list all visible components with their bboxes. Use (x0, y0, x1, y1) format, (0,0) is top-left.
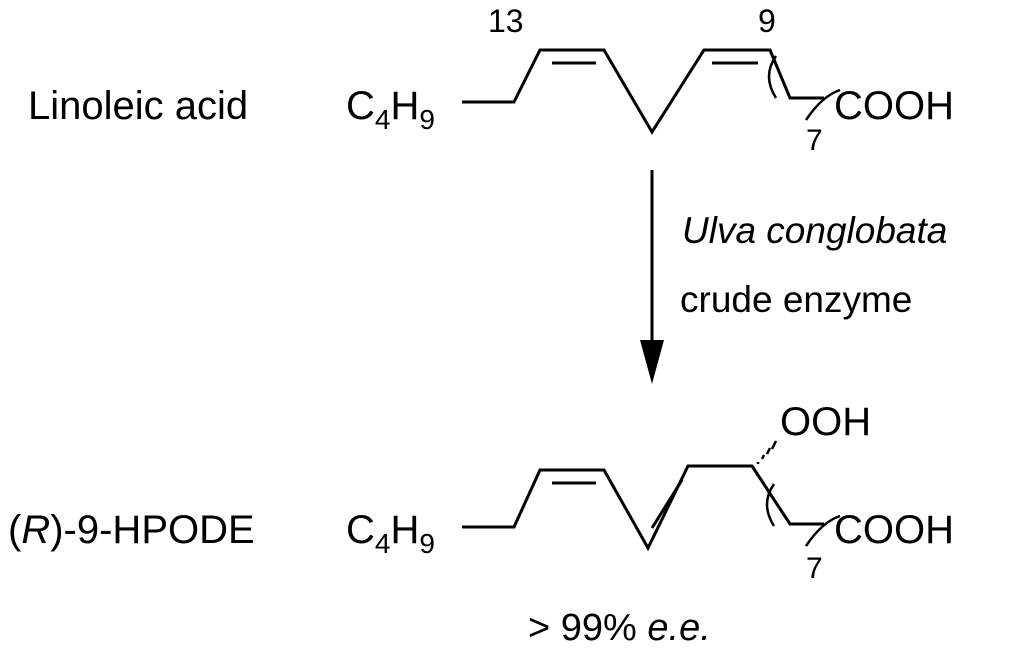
reactant-alkyl-label: C4H9 (346, 84, 435, 135)
enzyme-type: crude enzyme (680, 279, 912, 320)
enzyme-source: Ulva conglobata (682, 210, 947, 251)
product-repeat-count: 7 (806, 552, 823, 585)
product-carbon-chain (462, 464, 824, 552)
product-alkyl-label: C4H9 (346, 508, 435, 559)
reactant-repeat-bracket-right (804, 88, 841, 121)
reactant-repeat-count: 7 (806, 124, 823, 157)
reactant-carbon-chain (462, 48, 824, 135)
locant-13: 13 (488, 3, 524, 39)
product-name: (R)-9-HPODE (8, 508, 255, 552)
stereo-hashed-bond (756, 440, 778, 464)
reactant-name: Linoleic acid (28, 84, 248, 128)
reactant-repeat-bracket-left (767, 55, 778, 99)
product-repeat-bracket-right (804, 514, 841, 547)
reaction-arrow (640, 170, 664, 384)
product-repeat-bracket-left (765, 483, 776, 527)
enantiomeric-excess: > 99% e.e. (528, 607, 711, 649)
product-acid-group: COOH (834, 508, 954, 552)
locant-9: 9 (758, 3, 776, 39)
product-trans-double-bond (650, 479, 684, 529)
reactant-acid-group: COOH (834, 84, 954, 128)
hydroperoxy-group: OOH (780, 400, 871, 444)
